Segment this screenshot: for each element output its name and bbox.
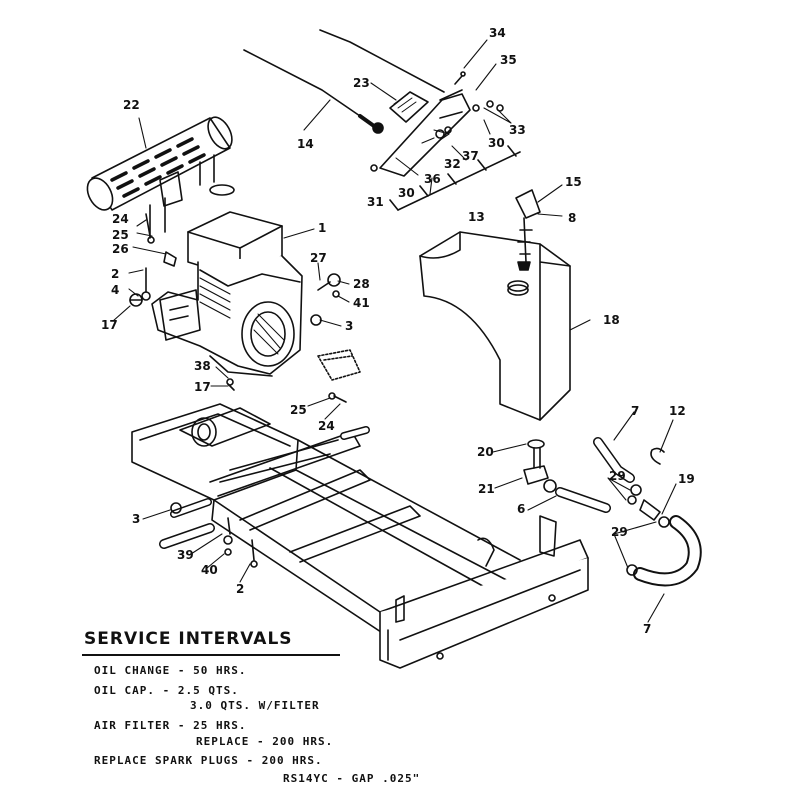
callout-17: 17 [101, 318, 118, 332]
callout-39: 39 [177, 548, 194, 562]
callout-4: 4 [111, 283, 120, 297]
callout-22: 22 [123, 98, 140, 112]
oil-capacity-with-filter: 3.0 QTS. W/FILTER [190, 699, 320, 712]
callout-35: 35 [500, 53, 517, 67]
callout-20: 20 [477, 445, 494, 459]
callout-28: 28 [353, 277, 370, 291]
callout-7b: 7 [643, 622, 652, 636]
callout-25b: 25 [290, 403, 307, 417]
callout-24: 24 [112, 212, 129, 226]
title-underline [82, 654, 340, 656]
oil-capacity: OIL CAP. - 2.5 QTS. [94, 684, 239, 697]
callout-40: 40 [201, 563, 218, 577]
callout-32: 32 [444, 157, 461, 171]
callout-12: 12 [669, 404, 686, 418]
oil-change-interval: OIL CHANGE - 50 HRS. [94, 664, 247, 677]
callout-21: 21 [478, 482, 495, 496]
callout-37: 37 [462, 149, 479, 163]
air-filter-interval: AIR FILTER - 25 HRS. [94, 719, 247, 732]
service-intervals-title: SERVICE INTERVALS [84, 629, 293, 649]
fuel-gauge-sender [515, 189, 541, 271]
callout-24b: 24 [318, 419, 335, 433]
shock-mounts [317, 349, 361, 381]
engine [151, 211, 303, 377]
callout-18: 18 [603, 313, 620, 327]
callout-13: 13 [468, 210, 485, 224]
fuel-tank [419, 231, 571, 421]
callout-25: 25 [112, 228, 129, 242]
callout-26: 26 [112, 242, 129, 256]
callout-41: 41 [353, 296, 370, 310]
air-filter-replace-interval: REPLACE - 200 HRS. [196, 735, 334, 748]
callout-6: 6 [517, 502, 526, 516]
callout-15: 15 [565, 175, 582, 189]
callout-17b: 17 [194, 380, 211, 394]
frame-fasteners [170, 502, 258, 568]
engine-fasteners [129, 213, 347, 403]
spark-plug-interval: REPLACE SPARK PLUGS - 200 HRS. [94, 754, 323, 767]
callout-38: 38 [194, 359, 211, 373]
leader-lines [112, 39, 677, 623]
fuel-line-assembly [523, 437, 702, 587]
callout-1: 1 [318, 221, 327, 235]
callout-30b: 30 [398, 186, 415, 200]
callout-14: 14 [297, 137, 314, 151]
chassis-frame [131, 403, 589, 669]
callout-2b: 2 [236, 582, 245, 596]
callout-30a: 30 [488, 136, 505, 150]
callout-2: 2 [111, 267, 120, 281]
callout-23: 23 [353, 76, 370, 90]
callout-31: 31 [367, 195, 384, 209]
callout-34: 34 [489, 26, 506, 40]
callout-33: 33 [509, 123, 526, 137]
callout-8: 8 [568, 211, 577, 225]
callout-7a: 7 [631, 404, 640, 418]
callout-29a: 29 [609, 469, 626, 483]
callout-27: 27 [310, 251, 327, 265]
spark-plug-spec: RS14YC - GAP .025" [283, 772, 421, 785]
callout-3: 3 [345, 319, 354, 333]
throttle-control [243, 29, 521, 211]
callout-36: 36 [424, 172, 441, 186]
callout-3b: 3 [132, 512, 141, 526]
callout-29b: 29 [611, 525, 628, 539]
callout-19: 19 [678, 472, 695, 486]
